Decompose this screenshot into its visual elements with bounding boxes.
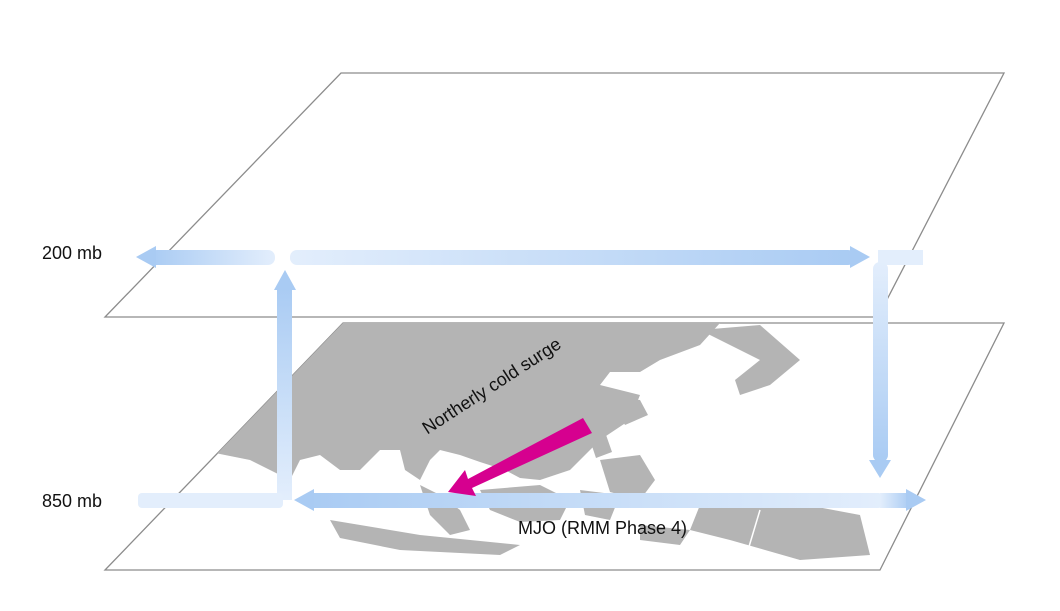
label-200mb: 200 mb xyxy=(42,243,103,263)
lower-west-arrowhead xyxy=(294,489,314,511)
upper-west-arrowhead xyxy=(136,246,156,268)
upper-plane-200mb xyxy=(103,72,1006,318)
ascending-arrowhead xyxy=(274,270,296,290)
walker-circulation xyxy=(136,246,926,511)
upper-east-extension xyxy=(878,250,923,265)
upper-east-arrowhead xyxy=(850,246,870,268)
lower-west-inflow xyxy=(138,493,283,508)
label-mjo-phase: MJO (RMM Phase 4) xyxy=(518,518,688,538)
upper-eastward-flow xyxy=(290,250,855,265)
lower-westward-flow xyxy=(305,493,885,508)
lower-east-arrowhead xyxy=(906,489,926,511)
ascending-branch xyxy=(277,285,292,500)
label-850mb: 850 mb xyxy=(42,491,103,511)
lower-east-outflow xyxy=(880,493,910,508)
descending-arrowhead xyxy=(869,460,891,478)
upper-westward-flow xyxy=(150,250,275,265)
descending-branch xyxy=(873,262,888,462)
cold-surge-arrow xyxy=(448,418,592,496)
